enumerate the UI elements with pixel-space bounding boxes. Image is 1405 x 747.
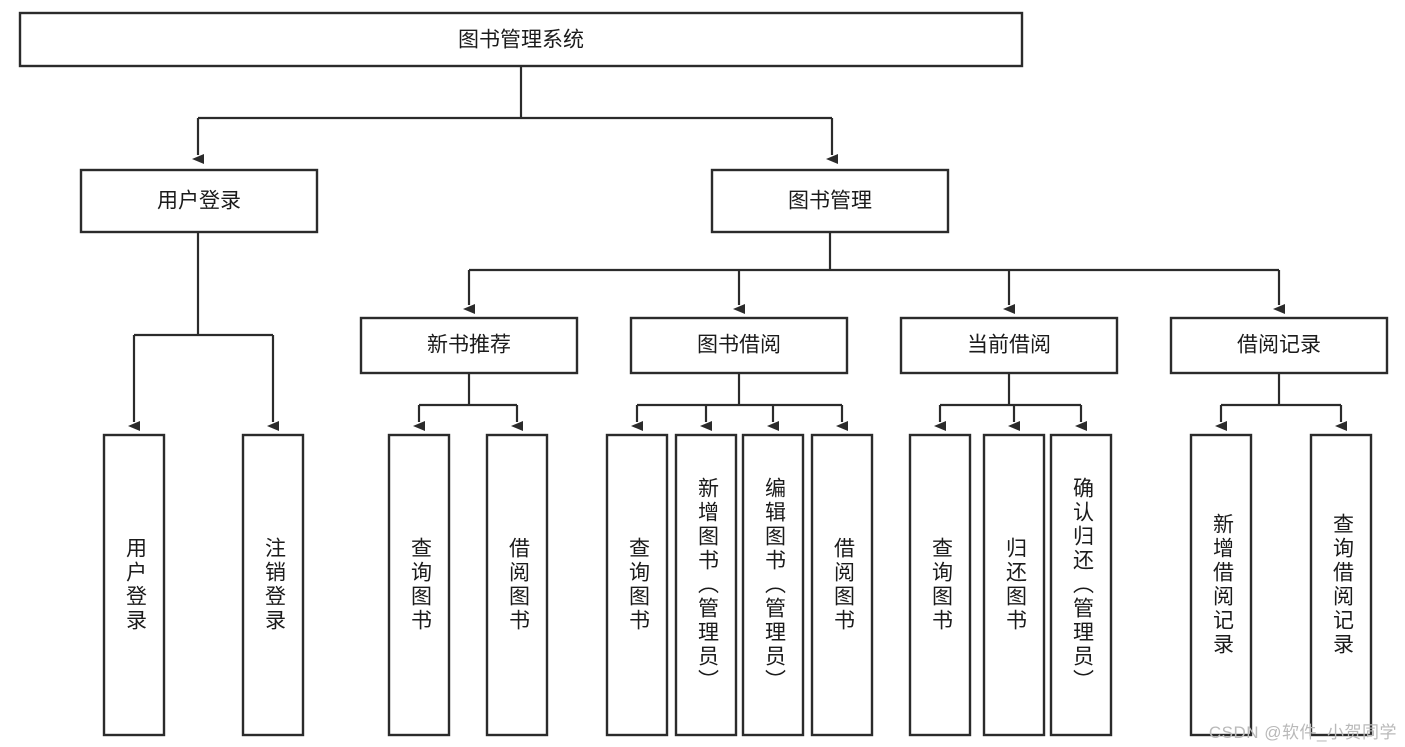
node-book-borrow[interactable]: 图书借阅: [629, 316, 849, 375]
node-leaf-return-book-label: 归还图书: [1003, 537, 1027, 633]
node-leaf-query-record[interactable]: 查询借阅记录: [1309, 433, 1373, 737]
node-leaf-query-book-2-box[interactable]: [605, 433, 669, 737]
node-book-mgmt-label: 图书管理: [788, 190, 872, 213]
node-leaf-borrow-book-1-label: 借阅图书: [506, 537, 530, 633]
node-new-book-rec-box[interactable]: [359, 316, 579, 375]
node-leaf-query-book-1-box[interactable]: [387, 433, 451, 737]
node-leaf-query-book-3-box[interactable]: [908, 433, 972, 737]
node-leaf-query-book-2[interactable]: 查询图书: [605, 433, 669, 737]
node-book-borrow-box[interactable]: [629, 316, 849, 375]
node-leaf-add-book-box[interactable]: [674, 433, 738, 737]
node-user-login-label: 用户登录: [157, 190, 241, 213]
node-leaf-add-record-label: 新增借阅记录: [1210, 513, 1234, 657]
node-leaf-confirm-return-box[interactable]: [1049, 433, 1113, 737]
node-leaf-logout-box[interactable]: [241, 433, 305, 737]
node-leaf-query-book-3[interactable]: 查询图书: [908, 433, 972, 737]
node-leaf-logout[interactable]: 注销登录: [241, 433, 305, 737]
node-leaf-confirm-return[interactable]: 确认归还（管理员）: [1049, 433, 1113, 737]
csdn-watermark: CSDN @软件_小贺同学: [1208, 723, 1397, 742]
node-leaf-add-record-box[interactable]: [1189, 433, 1253, 737]
node-leaf-add-book[interactable]: 新增图书（管理员）: [674, 433, 738, 737]
node-leaf-borrow-book-2[interactable]: 借阅图书: [810, 433, 874, 737]
node-leaf-edit-book[interactable]: 编辑图书（管理员）: [741, 433, 805, 737]
node-book-mgmt-box[interactable]: [710, 168, 950, 234]
connector-group-new-book-rec: [413, 373, 523, 431]
node-leaf-query-record-box[interactable]: [1309, 433, 1373, 737]
node-root-box[interactable]: [18, 11, 1024, 68]
node-leaf-return-book[interactable]: 归还图书: [982, 433, 1046, 737]
node-borrow-record-box[interactable]: [1169, 316, 1389, 375]
connector-group-book-borrow: [631, 373, 848, 431]
node-leaf-logout-label: 注销登录: [262, 537, 286, 633]
node-root[interactable]: 图书管理系统: [18, 11, 1024, 68]
node-leaf-edit-book-label: 编辑图书（管理员）: [762, 477, 786, 693]
node-leaf-edit-book-box[interactable]: [741, 433, 805, 737]
node-leaf-user-login-label: 用户登录: [123, 537, 147, 633]
node-leaf-add-book-label: 新增图书（管理员）: [695, 477, 719, 693]
node-borrow-record-label: 借阅记录: [1237, 334, 1321, 357]
connector-group-root: [192, 66, 838, 164]
connector-group-book-mgmt: [463, 232, 1285, 314]
node-root-label: 图书管理系统: [458, 29, 584, 52]
node-leaf-borrow-book-1[interactable]: 借阅图书: [485, 433, 549, 737]
node-leaf-query-book-1[interactable]: 查询图书: [387, 433, 451, 737]
node-leaf-confirm-return-label: 确认归还（管理员）: [1070, 477, 1094, 693]
node-leaf-borrow-book-2-box[interactable]: [810, 433, 874, 737]
node-leaf-user-login-box[interactable]: [102, 433, 166, 737]
node-leaf-return-book-box[interactable]: [982, 433, 1046, 737]
node-book-mgmt[interactable]: 图书管理: [710, 168, 950, 234]
node-user-login-box[interactable]: [79, 168, 319, 234]
node-leaf-borrow-book-1-box[interactable]: [485, 433, 549, 737]
node-book-borrow-label: 图书借阅: [697, 334, 781, 357]
node-leaf-query-book-2-label: 查询图书: [626, 537, 650, 633]
node-leaf-borrow-book-2-label: 借阅图书: [831, 537, 855, 633]
node-borrow-record[interactable]: 借阅记录: [1169, 316, 1389, 375]
node-leaf-query-book-3-label: 查询图书: [929, 537, 953, 633]
node-leaf-add-record[interactable]: 新增借阅记录: [1189, 433, 1253, 737]
node-current-borrow[interactable]: 当前借阅: [899, 316, 1119, 375]
node-new-book-rec[interactable]: 新书推荐: [359, 316, 579, 375]
connector-group-borrow-record: [1215, 373, 1347, 431]
node-user-login[interactable]: 用户登录: [79, 168, 319, 234]
node-leaf-query-record-label: 查询借阅记录: [1330, 513, 1354, 657]
node-new-book-rec-label: 新书推荐: [427, 334, 511, 357]
node-leaf-user-login[interactable]: 用户登录: [102, 433, 166, 737]
connector-group-user-login: [128, 232, 279, 431]
node-leaf-query-book-1-label: 查询图书: [408, 537, 432, 633]
node-current-borrow-box[interactable]: [899, 316, 1119, 375]
connector-group-current-borrow: [934, 373, 1087, 431]
node-current-borrow-label: 当前借阅: [967, 334, 1051, 357]
